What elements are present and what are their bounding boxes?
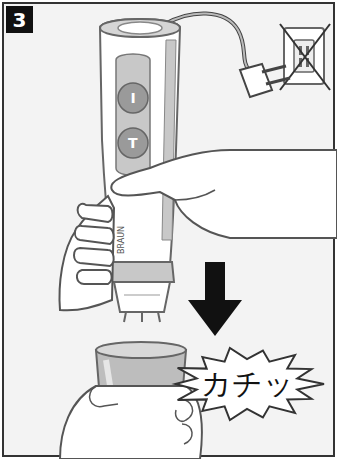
power-cord xyxy=(165,13,290,97)
button-label: T xyxy=(128,136,138,150)
sound-text: カチッ xyxy=(201,369,294,399)
step-number-box: 3 xyxy=(6,6,33,33)
down-arrow xyxy=(188,262,242,336)
lower-hand xyxy=(60,386,202,459)
brand-mark: BRAUN xyxy=(118,226,126,254)
button-label: I xyxy=(131,91,136,105)
left-hand xyxy=(60,196,114,310)
burst-shape xyxy=(175,348,324,420)
right-hand xyxy=(111,150,337,238)
sound-burst: カチッ xyxy=(168,345,326,423)
step-number: 3 xyxy=(13,10,27,30)
